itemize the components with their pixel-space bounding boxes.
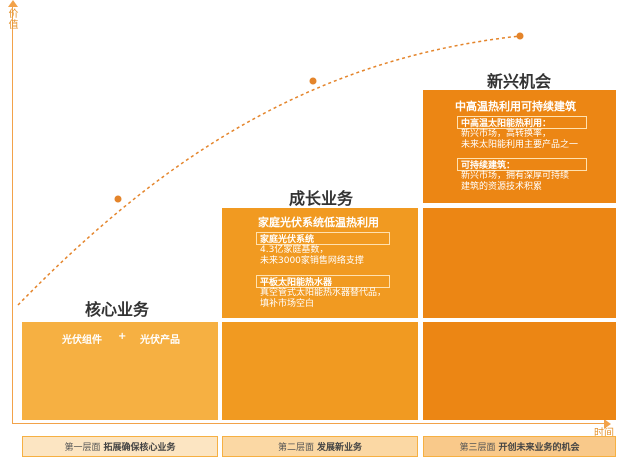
plus-sign: + (118, 331, 127, 342)
growth-block-title: 家庭光伏系统低温热利用 (258, 216, 379, 229)
emerging-block-bottom (423, 322, 616, 420)
stage-title-growth: 成长业务 (289, 189, 354, 208)
x-axis (12, 423, 608, 424)
curve-point (114, 195, 122, 203)
x-axis-arrow-icon (604, 419, 611, 429)
curve-point (516, 32, 524, 40)
y-axis (12, 6, 13, 424)
growth-entry-line: 4.3亿家庭基数， (260, 245, 329, 255)
y-axis-label: 价值 (6, 8, 17, 30)
band-prefix: 第二层面 (278, 443, 315, 453)
growth-entry-line: 真空管式太阳能热水器替代品， (260, 288, 387, 298)
emerging-block-top: 中高温热利用可持续建筑 中高温太阳能热利用： 新兴市场，高转换率， 未来太阳能利… (423, 90, 616, 203)
emerging-entry-line: 新兴市场，拥有深厚可持续 (461, 171, 570, 181)
growth-entry-heading: 家庭光伏系统 (256, 232, 390, 245)
y-axis-arrow-icon (8, 0, 18, 7)
emerging-entry-line: 建筑的资源技术积累 (461, 182, 543, 192)
band-prefix: 第三层面 (459, 443, 496, 453)
emerging-block-title: 中高温热利用可持续建筑 (455, 100, 576, 113)
growth-block-top: 家庭光伏系统低温热利用 家庭光伏系统 4.3亿家庭基数， 未来3000家销售网络… (222, 208, 418, 318)
band-text: 发展新业务 (316, 443, 362, 453)
horizon-band-3: 第三层面 开创未来业务的机会 (423, 436, 616, 457)
horizon-band-2: 第二层面 发展新业务 (222, 436, 418, 457)
emerging-entry-heading: 可持续建筑： (457, 158, 587, 171)
horizon-band-1: 第一层面 拓展确保核心业务 (22, 436, 218, 457)
emerging-entry-heading: 中高温太阳能热利用： (457, 116, 587, 129)
band-text: 拓展确保核心业务 (103, 443, 176, 453)
core-block: 光伏组件 + 光伏产品 (22, 322, 218, 420)
growth-block-bottom (222, 322, 418, 420)
growth-entry-heading: 平板太阳能热水器 (256, 275, 390, 288)
curve-point (309, 77, 317, 85)
emerging-entry-line: 未来太阳能利用主要产品之一 (461, 140, 579, 150)
core-item: 光伏组件 (62, 335, 102, 346)
emerging-block-middle (423, 208, 616, 318)
x-axis-label: 时间 (594, 428, 614, 439)
band-text: 开创未来业务的机会 (498, 443, 580, 453)
growth-entry-line: 填补市场空白 (260, 299, 315, 309)
stage-title-core: 核心业务 (85, 300, 150, 319)
core-item: 光伏产品 (140, 335, 180, 346)
stage-title-emerging: 新兴机会 (487, 72, 552, 91)
band-prefix: 第一层面 (64, 443, 101, 453)
growth-entry-line: 未来3000家销售网络支撑 (260, 256, 364, 266)
emerging-entry-line: 新兴市场，高转换率， (461, 129, 552, 139)
